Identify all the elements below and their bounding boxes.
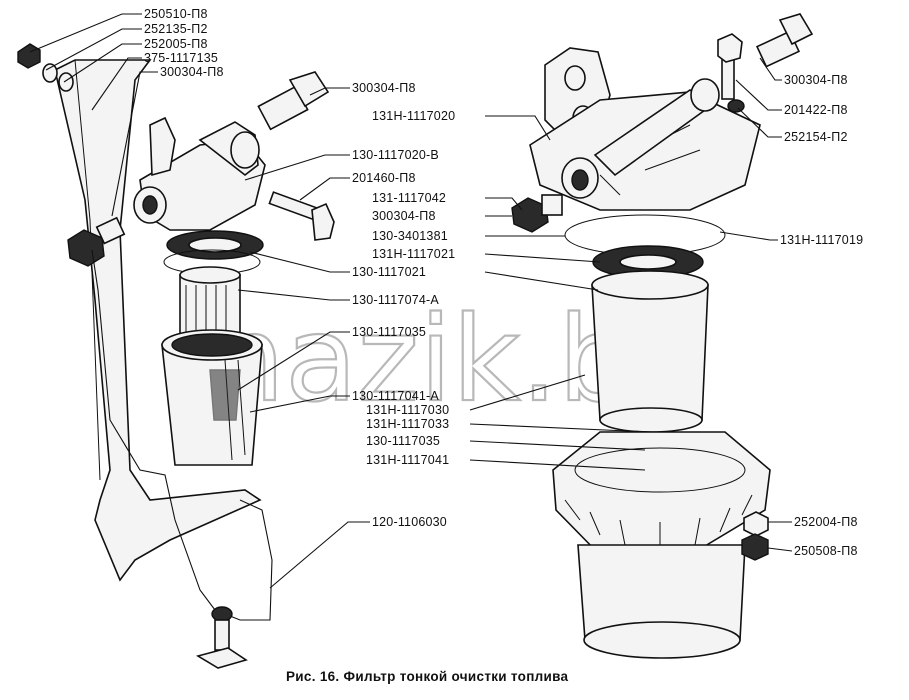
filter-bowl-right	[577, 544, 746, 659]
part-label: 252154-П2	[784, 130, 848, 144]
part-label: 130-1117021	[352, 265, 426, 279]
part-label: 300304-П8	[372, 209, 436, 223]
bolt-left	[268, 191, 335, 241]
labels-center: 131Н-1117020 131-1117042 300304-П8 130-3…	[366, 109, 455, 467]
nut-right-1	[743, 511, 769, 537]
bolt-right	[717, 33, 745, 113]
washer-2	[58, 72, 74, 92]
bracket-plate	[54, 59, 262, 582]
part-label: 201422-П8	[784, 103, 848, 117]
part-label: 130-1117035	[352, 325, 426, 339]
labels-left: 250510-П8 252135-П2 252005-П8 375-111713…	[144, 7, 447, 529]
part-label: 252005-П8	[144, 37, 208, 51]
part-label: 130-1117074-А	[352, 293, 439, 307]
part-label: 120-1106030	[372, 515, 447, 529]
drain-cock-left	[195, 606, 248, 669]
fuel-line-left	[91, 249, 273, 621]
part-label: 252135-П2	[144, 22, 208, 36]
part-label: 130-1117041-А	[352, 389, 439, 403]
filter-bowl-left	[161, 329, 263, 466]
part-label: 131Н-1117041	[366, 453, 449, 467]
fitting-nut-left	[67, 229, 105, 267]
filter-element-left	[179, 266, 241, 341]
part-label: 131Н-1117033	[366, 417, 449, 431]
side-fitting-right	[511, 194, 563, 233]
leader-lines	[29, 13, 793, 589]
part-label: 201460-П8	[352, 171, 416, 185]
part-label: 250510-П8	[144, 7, 208, 21]
right-assembly	[511, 13, 814, 659]
filter-element-right	[591, 270, 709, 433]
part-label: 131Н-1117020	[372, 109, 455, 123]
part-label: 130-1117035	[366, 434, 440, 448]
labels-right: 300304-П8 201422-П8 252154-П2 131Н-11170…	[780, 73, 863, 558]
figure-caption: Рис. 16. Фильтр тонкой очистки топлива	[286, 669, 569, 684]
part-label: 130-3401381	[372, 229, 448, 243]
part-label: 131Н-1117019	[780, 233, 863, 247]
nut-top-left	[17, 43, 41, 69]
part-label: 250508-П8	[794, 544, 858, 558]
part-label: 300304-П8	[352, 81, 416, 95]
nut-right-2	[741, 533, 769, 561]
part-label: 131Н-1117021	[372, 247, 455, 261]
banjo-fitting-left	[257, 71, 330, 131]
part-label: 300304-П8	[784, 73, 848, 87]
part-label: 252004-П8	[794, 515, 858, 529]
part-label: 130-1117020-В	[352, 148, 439, 162]
left-assembly	[17, 43, 335, 669]
part-label: 300304-П8	[160, 65, 224, 79]
part-label: 131-1117042	[372, 191, 446, 205]
banjo-fitting-right	[755, 13, 814, 68]
part-label: 375-1117135	[144, 51, 218, 65]
part-label: 131Н-1117030	[366, 403, 449, 417]
washer-1	[42, 63, 58, 83]
filter-base-right	[552, 431, 771, 556]
